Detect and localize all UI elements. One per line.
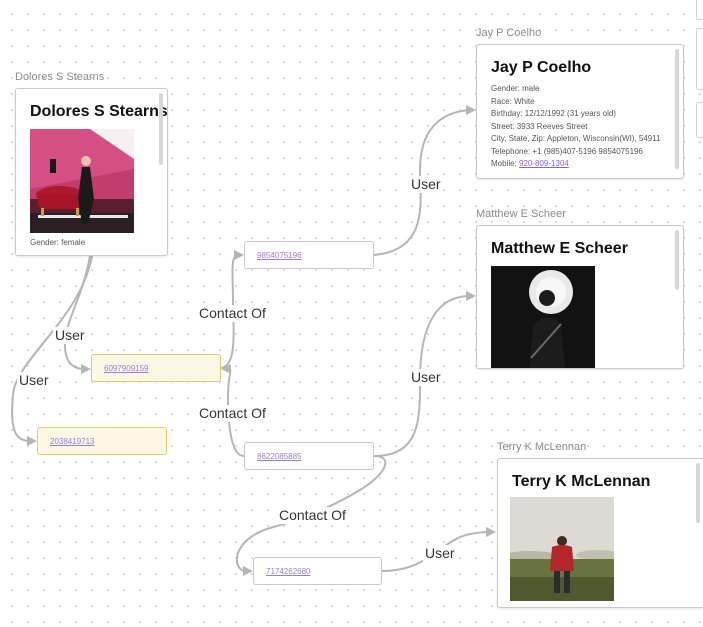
mobile-label: Mobile: [491, 159, 520, 168]
edge-arrow-p1 [234, 250, 244, 260]
edge-label-contact-of: Contact Of [277, 507, 348, 524]
edge-label-contact-of: Contact Of [197, 405, 268, 422]
phone-node-6097909159[interactable]: 6097909159 [91, 354, 221, 382]
person-card-terry[interactable]: Terry K McLennan [497, 458, 703, 608]
phone-node-9854075196[interactable]: 9854075196 [244, 241, 374, 269]
phone-number-link[interactable]: 7174262680 [266, 567, 311, 576]
person-name: Dolores S Stearns [30, 103, 168, 120]
edge-label-user: User [423, 545, 457, 562]
card-scrollbar[interactable] [159, 93, 163, 165]
phone-number-link[interactable]: 6097909159 [104, 364, 149, 373]
detail-line: Birthday: 12/12/1992 (31 years old) [491, 109, 616, 118]
person-card-jay[interactable]: Jay P Coelho Gender: male Race: White Bi… [476, 44, 684, 179]
person-gender: Gender: female [30, 238, 86, 247]
detail-line: Telephone: +1 (985)407-5196 9854075196 [491, 146, 643, 156]
person-card-matthew[interactable]: Matthew E Scheer [476, 225, 684, 369]
phone-node-7174262680[interactable]: 7174262680 [253, 557, 382, 585]
detail-line: Race: White [491, 96, 535, 106]
edge-label-user: User [53, 327, 87, 344]
card-caption-jay: Jay P Coelho [476, 27, 542, 39]
edge-label-user: User [17, 372, 51, 389]
person-photo [491, 266, 595, 368]
card-caption-matthew: Matthew E Scheer [476, 208, 566, 220]
edge-label-user: User [409, 369, 443, 386]
person-card-dolores[interactable]: Dolores S Stearns Gender: female [15, 88, 168, 256]
person-photo [30, 129, 134, 233]
edge-arrow-p2-right [221, 364, 231, 374]
phone-number-link[interactable]: 9854075196 [257, 251, 302, 260]
detail-line-mobile: Mobile: 920-809-1304 [491, 158, 661, 171]
card-scrollbar[interactable] [675, 49, 679, 169]
person-photo [510, 497, 614, 601]
edge-label-user: User [409, 176, 443, 193]
person-details: Gender: male Race: White Birthday: 12/12… [491, 83, 661, 171]
phone-node-2038419713[interactable]: 2038419713 [37, 427, 167, 455]
person-name: Terry K McLennan [512, 473, 651, 490]
offscreen-card-edge[interactable] [696, 28, 703, 90]
card-caption-terry: Terry K McLennan [497, 441, 587, 453]
edge-arrow-p5 [243, 566, 253, 576]
edge-label-contact-of: Contact Of [197, 305, 268, 322]
phone-number-link[interactable]: 2038419713 [50, 437, 95, 446]
edge-arrow-matthew [466, 291, 476, 301]
detail-line: Gender: male [491, 84, 540, 93]
card-scrollbar[interactable] [675, 230, 679, 290]
edge-arrow-p3 [27, 436, 37, 446]
card-scrollbar[interactable] [696, 463, 700, 523]
edge-arrow-p2-left [81, 364, 91, 374]
edge-arrow-terry [486, 527, 496, 537]
detail-line: Street: 3933 Reeves Street [491, 121, 588, 131]
phone-number-link[interactable]: 8622085885 [257, 452, 302, 461]
person-name: Jay P Coelho [491, 59, 592, 76]
card-caption-dolores: Dolores S Stearns [15, 71, 105, 83]
edge-dolores-to-p2 [63, 255, 91, 370]
offscreen-card-edge[interactable] [696, 102, 703, 138]
mobile-link[interactable]: 920-809-1304 [519, 159, 569, 168]
edge-dolores-to-p3 [11, 255, 93, 442]
person-name: Matthew E Scheer [491, 240, 628, 257]
offscreen-card-edge[interactable] [696, 0, 703, 20]
detail-line: City, State, Zip: Appleton, Wisconsin(WI… [491, 134, 661, 143]
phone-node-8622085885[interactable]: 8622085885 [244, 442, 374, 470]
edge-arrow-jay [466, 105, 476, 115]
